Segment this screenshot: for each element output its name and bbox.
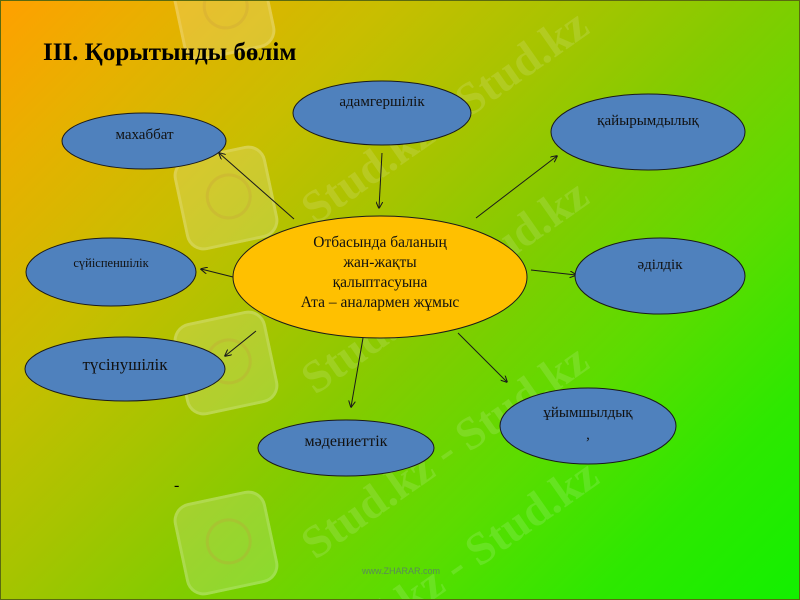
connector-arrows [201,153,576,407]
arrow-to-uiymshyldyk [457,332,507,382]
node-adildik [574,237,746,315]
node-label-kaiyrymdylyk: қайырымдылық [597,113,699,129]
node-adamgershilik [292,80,472,146]
stray-dash: - [174,477,180,494]
node-label-tusinushilik: түсінушілік [82,355,168,374]
node-uiymshyldyk [499,387,677,465]
node-label-adamgershilik: адамгершілік [339,94,425,110]
node-tusinushilik [24,336,226,402]
arrow-to-adamgershilik [379,152,382,208]
slide-title: III. Қорытынды бөлім [43,39,297,66]
center-node-label: Отбасында баланың жан-жақты қалыптасуына… [233,233,527,313]
arrow-to-kaiyrymdylyk [475,156,557,219]
node-label-uiymshyldyk-comma: , [586,427,590,443]
node-label-suiispenshilik: сүйіспеншілік [73,256,149,270]
center-line-2: жан-жақты [343,254,417,271]
center-line-3: қалыптасуына [332,274,428,291]
node-madeniettik [257,419,435,477]
arrow-to-madeniettik [351,337,364,407]
footer-url: www.ZHARAR.com [361,566,440,576]
node-kaiyrymdylyk [550,93,746,171]
node-mahabbat [61,112,227,170]
arrow-to-mahabbat [219,153,295,220]
arrow-to-tusinushilik [225,330,257,356]
arrow-to-suiispenshilik [201,269,234,278]
node-suiispenshilik [25,237,197,307]
node-label-uiymshyldyk-main: ұйымшылдық [543,405,633,421]
center-line-4: Ата – аналармен жұмыс [300,294,460,311]
node-label-uiymshyldyk: ұйымшылдық , [500,404,676,444]
arrow-to-adildik [530,269,576,275]
center-node [232,215,528,339]
node-label-adildik: әділдік [637,257,683,273]
center-line-1: Отбасында баланың [313,234,447,251]
node-label-mahabbat: махаббат [115,127,174,143]
node-label-madeniettik: мәдениеттік [304,433,388,450]
